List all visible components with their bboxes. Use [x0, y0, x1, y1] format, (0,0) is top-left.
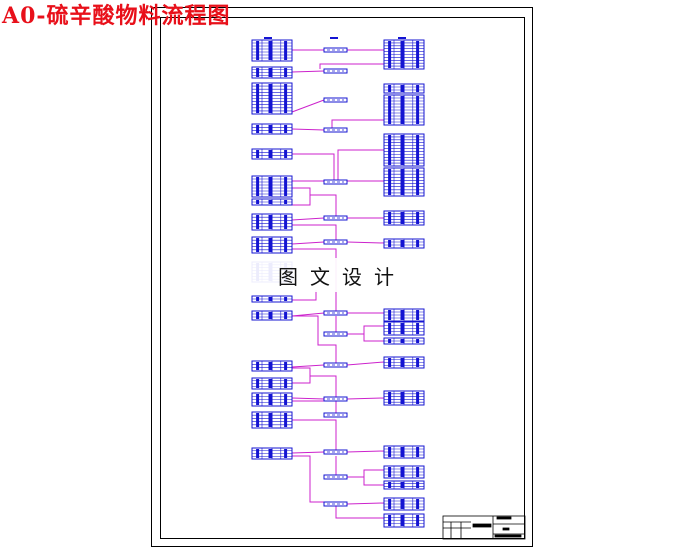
output-table: [383, 321, 425, 336]
column-header: [330, 37, 338, 39]
column-header: [264, 37, 272, 39]
process-step: [323, 47, 348, 53]
input-table: [251, 295, 293, 303]
input-table: [251, 123, 293, 135]
watermark-char: 图: [278, 264, 298, 289]
diagram-title: A0-硫辛酸物料流程图: [2, 3, 231, 29]
output-table: [383, 167, 425, 197]
drawing-frame-inner: [160, 17, 525, 539]
output-table: [383, 337, 425, 345]
output-table: [383, 356, 425, 369]
process-step: [323, 179, 348, 185]
input-table: [251, 198, 293, 206]
input-table: [251, 360, 293, 372]
process-step: [323, 449, 348, 455]
process-step: [323, 474, 348, 480]
process-step: [323, 501, 348, 507]
output-table: [383, 390, 425, 406]
input-table: [251, 148, 293, 160]
process-step: [323, 331, 348, 337]
process-step: [323, 396, 348, 402]
input-table: [251, 411, 293, 429]
output-table: [383, 497, 425, 511]
output-table: [383, 480, 425, 490]
watermark-char: 计: [374, 264, 394, 289]
input-table: [251, 66, 293, 79]
process-step: [323, 127, 348, 133]
output-table: [383, 308, 425, 322]
input-table: [251, 39, 293, 62]
process-step: [323, 362, 348, 368]
input-table: [251, 310, 293, 321]
input-table: [251, 175, 293, 198]
output-table: [383, 83, 425, 94]
watermark-char: 设: [342, 264, 362, 289]
output-table: [383, 465, 425, 479]
output-table: [383, 133, 425, 167]
process-step: [323, 412, 348, 418]
input-table: [251, 377, 293, 390]
process-steps: [323, 47, 348, 507]
output-table: [383, 513, 425, 528]
process-step: [323, 215, 348, 221]
column-header: [398, 37, 406, 39]
process-step: [323, 97, 348, 103]
watermark-char: 文: [310, 264, 330, 289]
title-block: [442, 515, 526, 540]
output-table: [383, 445, 425, 459]
input-table: [251, 236, 293, 254]
watermark: 图 文 设 计: [250, 258, 410, 292]
output-table: [383, 94, 425, 126]
process-step: [323, 68, 348, 74]
output-table: [383, 238, 425, 249]
input-table: [251, 447, 293, 460]
process-step: [323, 239, 348, 245]
input-table: [251, 82, 293, 115]
output-table: [383, 210, 425, 226]
input-table: [251, 213, 293, 231]
process-step: [323, 310, 348, 316]
drawing-frame-outer: [151, 7, 533, 547]
input-table: [251, 392, 293, 407]
output-table: [383, 39, 425, 70]
